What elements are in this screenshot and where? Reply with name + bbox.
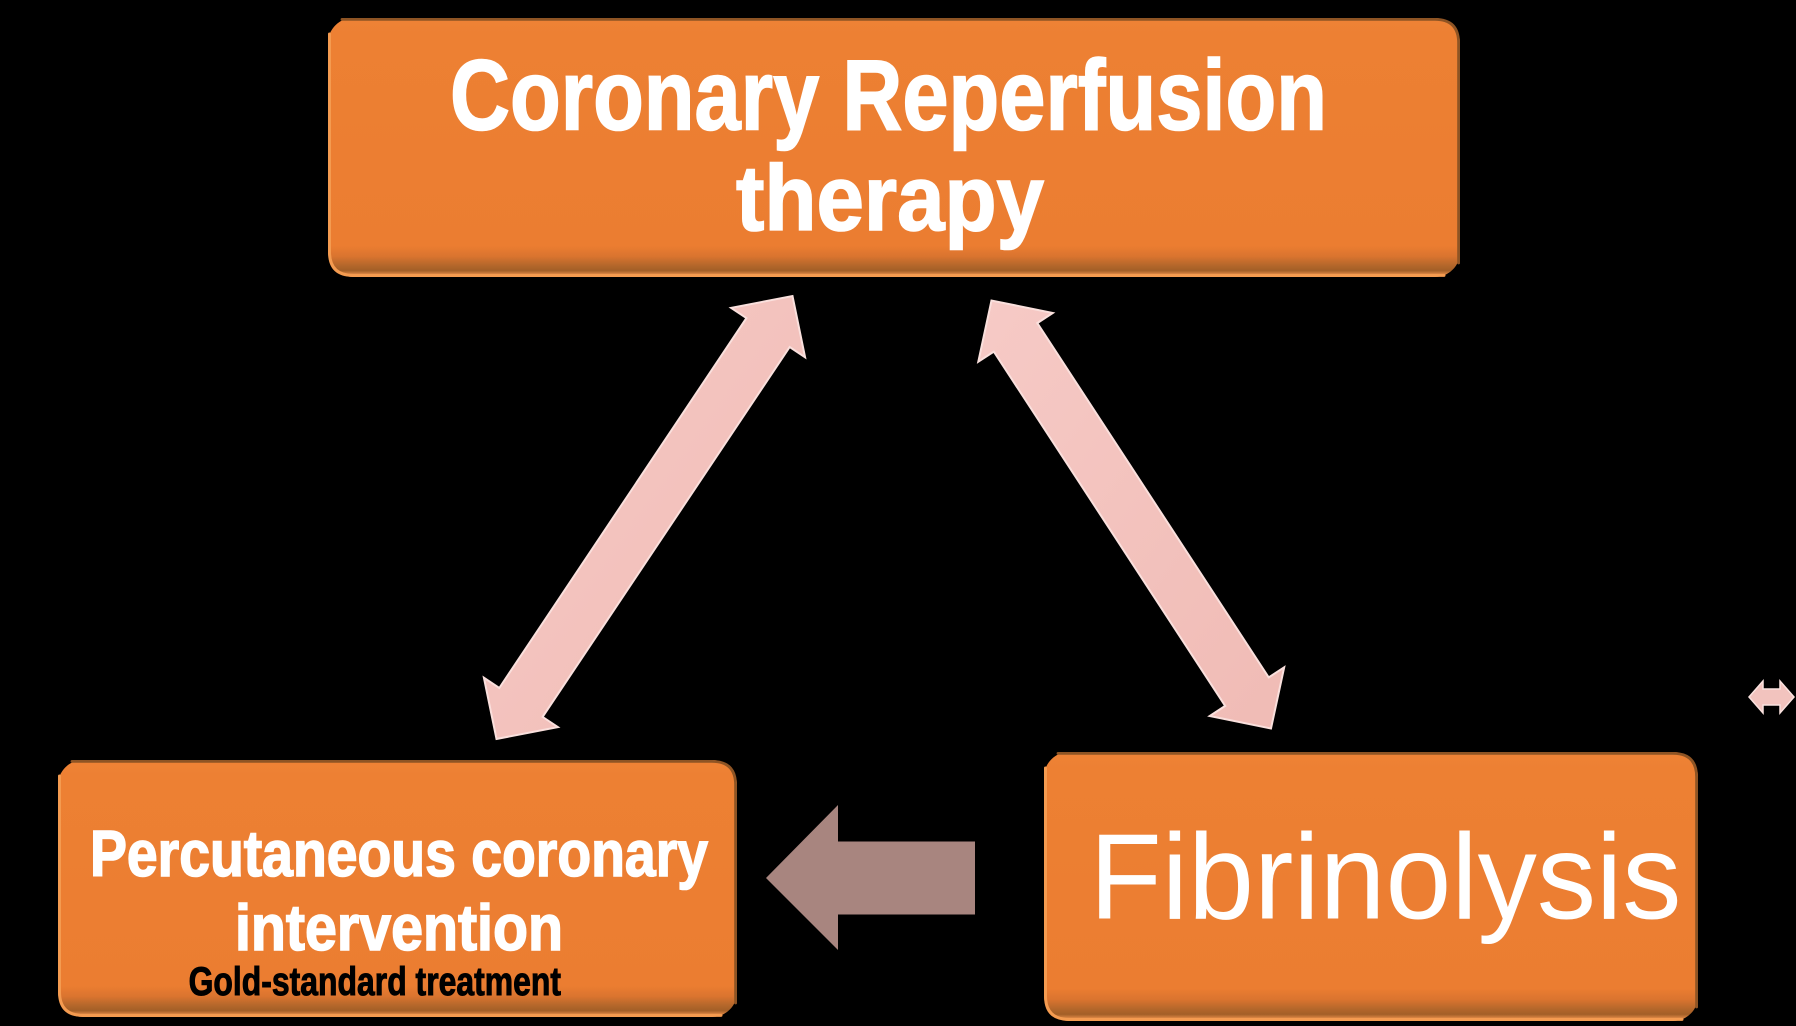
svg-text:intervention: intervention xyxy=(235,892,563,964)
svg-text:therapy: therapy xyxy=(736,146,1044,250)
svg-text:Coronary Reperfusion: Coronary Reperfusion xyxy=(450,40,1327,152)
svg-text:Fibrinolysis: Fibrinolysis xyxy=(1090,809,1682,945)
svg-text:Percutaneous coronary: Percutaneous coronary xyxy=(90,818,708,890)
svg-text:Gold-standard treatment: Gold-standard treatment xyxy=(189,959,561,1004)
